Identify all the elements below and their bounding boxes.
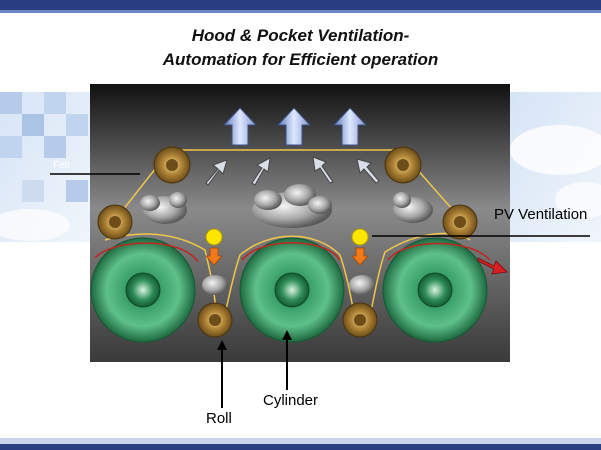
cylinder-callout-arrowhead [282,330,292,340]
airflow-arrow-icon [251,157,271,186]
felt-label: Felt [53,160,70,171]
felt-roll [442,204,478,240]
header-bar [0,0,601,10]
airflow-arrow-icon [312,156,334,184]
felt-wrap [104,232,471,336]
exhaust-arrow-up-icon [222,107,258,146]
airflow-arrow-icon [205,159,228,186]
exhaust-arrow-up-icon [276,107,312,146]
footer-bar-accent [0,438,601,444]
sheet-exit-arrow-icon [477,257,508,275]
cylinder-1 [90,237,196,343]
felt-roll [197,302,233,338]
felt-roll [342,302,378,338]
pv-nozzle-icon [351,228,369,266]
roll-label: Roll [206,410,232,427]
steam-cloud-icon [393,192,433,223]
title-line-1: Hood & Pocket Ventilation- [191,26,410,45]
footer-bar [0,444,601,450]
felt-line [114,149,461,221]
cylinder-3 [382,237,488,343]
airflow-arrow-icon [356,158,380,184]
paper-web [94,242,491,263]
steam-cloud-icon [252,184,332,228]
steam-cloud-icon [349,275,375,295]
pv-nozzle-icon [205,228,223,266]
steam-cloud-icon [202,275,228,295]
steam-cloud-icon [140,192,187,224]
felt-roll [384,146,422,184]
title-line-2: Automation for Efficient operation [162,50,439,69]
roll-callout-arrowhead [217,340,227,350]
left-decoration [0,92,90,242]
felt-roll [153,146,191,184]
felt-roll [97,204,133,240]
right-decoration [510,92,601,242]
cylinder-2 [239,237,345,343]
pv-ventilation-label: PV Ventilation [494,206,588,223]
cylinder-label: Cylinder [263,392,319,409]
header-bar-accent [0,10,601,13]
exhaust-arrow-up-icon [332,107,368,146]
